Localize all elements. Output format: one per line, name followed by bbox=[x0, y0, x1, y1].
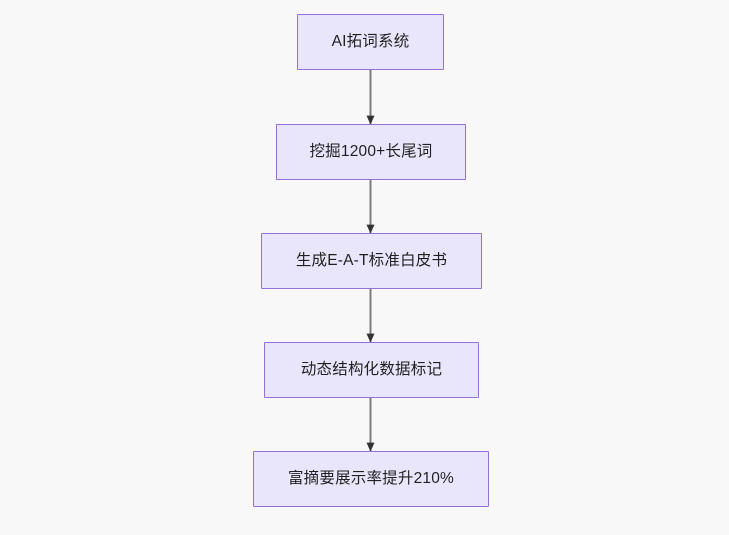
flowchart-node-dynamic-structured-data-markup[interactable]: 动态结构化数据标记 bbox=[264, 342, 479, 398]
node-label: 动态结构化数据标记 bbox=[300, 360, 443, 378]
flowchart-node-generate-eat-whitepaper[interactable]: 生成E-A-T标准白皮书 bbox=[261, 233, 482, 289]
node-label: 挖掘1200+长尾词 bbox=[309, 142, 433, 160]
flowchart-node-ai-keyword-system[interactable]: AI拓词系统 bbox=[297, 14, 444, 70]
node-label: 富摘要展示率提升210% bbox=[287, 469, 455, 487]
flowchart-node-rich-snippet-rate-increase[interactable]: 富摘要展示率提升210% bbox=[253, 451, 489, 507]
flowchart-node-mine-longtail-keywords[interactable]: 挖掘1200+长尾词 bbox=[276, 124, 466, 180]
node-label: 生成E-A-T标准白皮书 bbox=[295, 251, 448, 269]
node-label: AI拓词系统 bbox=[331, 32, 410, 50]
